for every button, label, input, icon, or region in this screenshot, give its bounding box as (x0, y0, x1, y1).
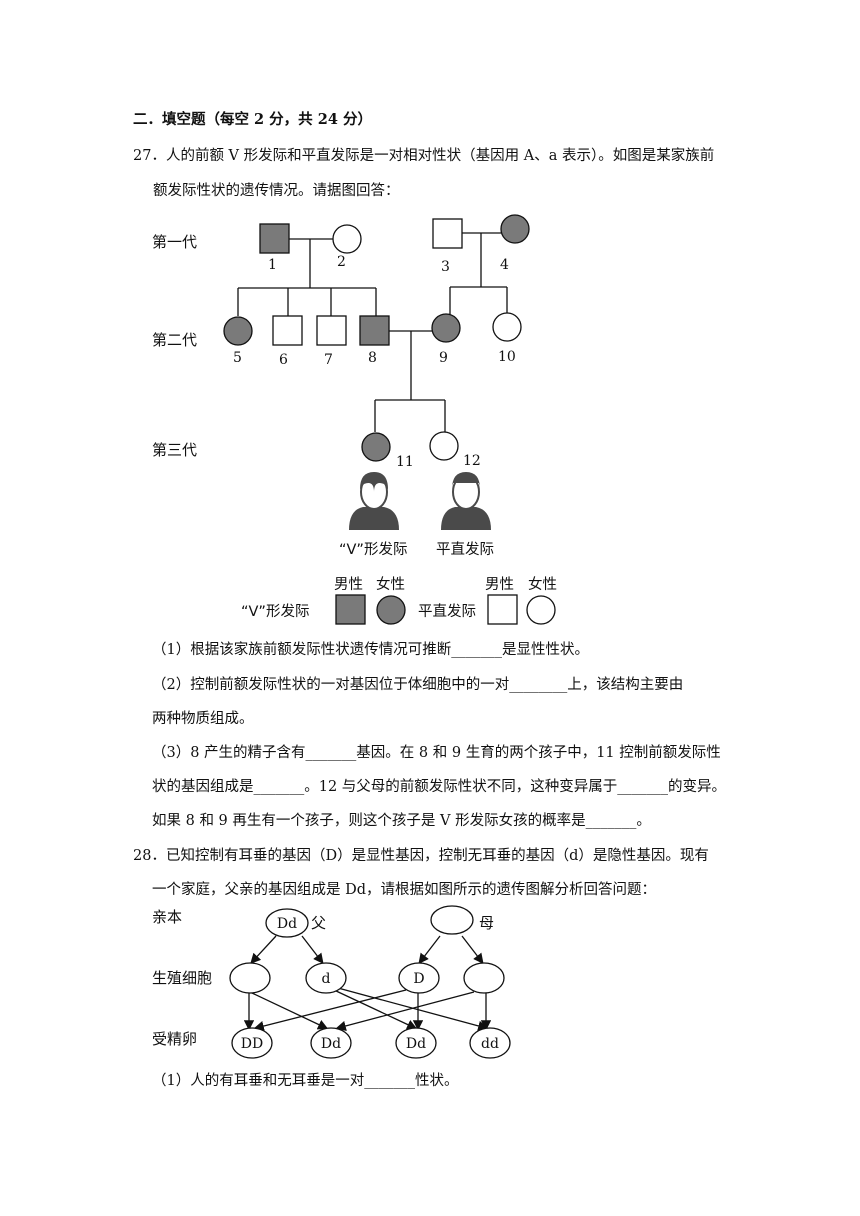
gamete-1 (229, 962, 271, 994)
legend-v-label: “V”形发际 (241, 603, 309, 620)
zygote-text-4: dd (481, 1036, 499, 1052)
mother-label: 母 (479, 914, 494, 932)
num-7: 7 (324, 352, 333, 368)
gen1-label: 第一代 (152, 233, 197, 251)
legend-flat-female-symbol (526, 595, 556, 625)
num-2: 2 (337, 254, 346, 270)
legend-v-female-symbol (376, 595, 406, 625)
num-9: 9 (439, 350, 448, 366)
legend-female-2: 女性 (528, 575, 557, 593)
row-gamete-label: 生殖细胞 (152, 969, 212, 987)
q27-sub3b: 状的基因组成是_______。12 与父母的前额发际性状不同，这种变异属于___… (152, 779, 727, 795)
v-hairline-person-icon (349, 472, 399, 530)
q27-line2: 额发际性状的遗传情况。请据图回答： (153, 183, 400, 199)
q28-line2: 一个家庭，父亲的基因组成是 Dd，请根据如图所示的遗传图解分析回答问题： (152, 882, 657, 898)
caption-v: “V”形发际 (339, 541, 407, 558)
q27-sub2b: 两种物质组成。 (152, 711, 254, 727)
individual-11-female-v (361, 432, 391, 462)
zygote-3 (395, 1027, 437, 1059)
father-label: 父 (311, 914, 326, 932)
q27-sub2a: （2）控制前额发际性状的一对基因位于体细胞中的一对________上，该结构主要… (152, 677, 684, 693)
legend-flat-male-symbol (487, 594, 518, 625)
zygote-text-3: Dd (406, 1036, 426, 1052)
individual-6-male-flat (272, 315, 303, 346)
num-10: 10 (498, 349, 516, 365)
individual-12-female-flat (429, 431, 459, 461)
gamete-2 (305, 962, 347, 994)
pedigree-chart: 1 2 3 4 5 6 7 8 9 10 11 12 第一代 第二代 第三代 “… (152, 214, 557, 625)
flat-hairline-person-icon (441, 472, 491, 530)
legend-female-1: 女性 (376, 575, 405, 593)
num-12: 12 (463, 453, 481, 469)
gamete-4 (463, 962, 505, 994)
individual-7-male-flat (316, 315, 347, 346)
legend-male-2: 男性 (485, 576, 514, 593)
section-title: 二．填空题（每空 2 分，共 24 分） (133, 111, 372, 128)
mother-cell (430, 905, 474, 935)
q28-sub1: （1）人的有耳垂和无耳垂是一对_______性状。 (152, 1073, 459, 1089)
zygote-text-1: DD (241, 1036, 263, 1052)
father-cell (265, 908, 309, 938)
num-4: 4 (500, 257, 509, 273)
q27-sub3a: （3）8 产生的精子含有_______基因。在 8 和 9 生育的两个孩子中，1… (152, 745, 721, 761)
legend-flat-label: 平直发际 (418, 603, 476, 620)
individual-5-female-v (223, 316, 253, 346)
individual-10-female-flat (492, 312, 522, 342)
individual-8-male-v (359, 315, 390, 346)
gamete-3 (398, 962, 440, 994)
caption-flat: 平直发际 (436, 541, 494, 558)
father-genotype: Dd (277, 916, 297, 932)
legend-v-male-symbol (335, 594, 366, 625)
zygote-4 (469, 1027, 511, 1059)
legend-male-1: 男性 (334, 576, 363, 593)
num-3: 3 (441, 259, 450, 275)
individual-4-female-v (500, 214, 530, 244)
individual-3-male-flat (432, 218, 463, 249)
q27-sub1: （1）根据该家族前额发际性状遗传情况可推断_______是显性性状。 (152, 642, 589, 658)
zygote-text-2: Dd (321, 1036, 341, 1052)
gamete-text-2: d (322, 971, 331, 987)
num-11: 11 (396, 454, 414, 470)
q27-line1: 27．人的前额 V 形发际和平直发际是一对相对性状（基因用 A、a 表示）。如图… (133, 148, 715, 164)
individual-2-female-flat (332, 224, 362, 254)
gen3-label: 第三代 (152, 441, 197, 459)
num-6: 6 (279, 352, 288, 368)
q28-line1: 28．已知控制有耳垂的基因（D）是显性基因，控制无耳垂的基因（d）是隐性基因。现… (133, 848, 709, 864)
row-parent-label: 亲本 (152, 908, 182, 926)
num-1: 1 (268, 257, 277, 273)
individual-9-female-v (431, 313, 461, 343)
num-5: 5 (233, 350, 242, 366)
gamete-text-3: D (413, 971, 424, 987)
q27-sub3c: 如果 8 和 9 再生有一个孩子，则这个孩子是 V 形发际女孩的概率是_____… (152, 813, 651, 829)
zygote-2 (310, 1027, 352, 1059)
num-8: 8 (368, 350, 377, 366)
zygote-1 (231, 1027, 273, 1059)
gen2-label: 第二代 (152, 331, 197, 349)
row-zygote-label: 受精卵 (152, 1030, 197, 1048)
individual-1-male-v (259, 223, 290, 254)
